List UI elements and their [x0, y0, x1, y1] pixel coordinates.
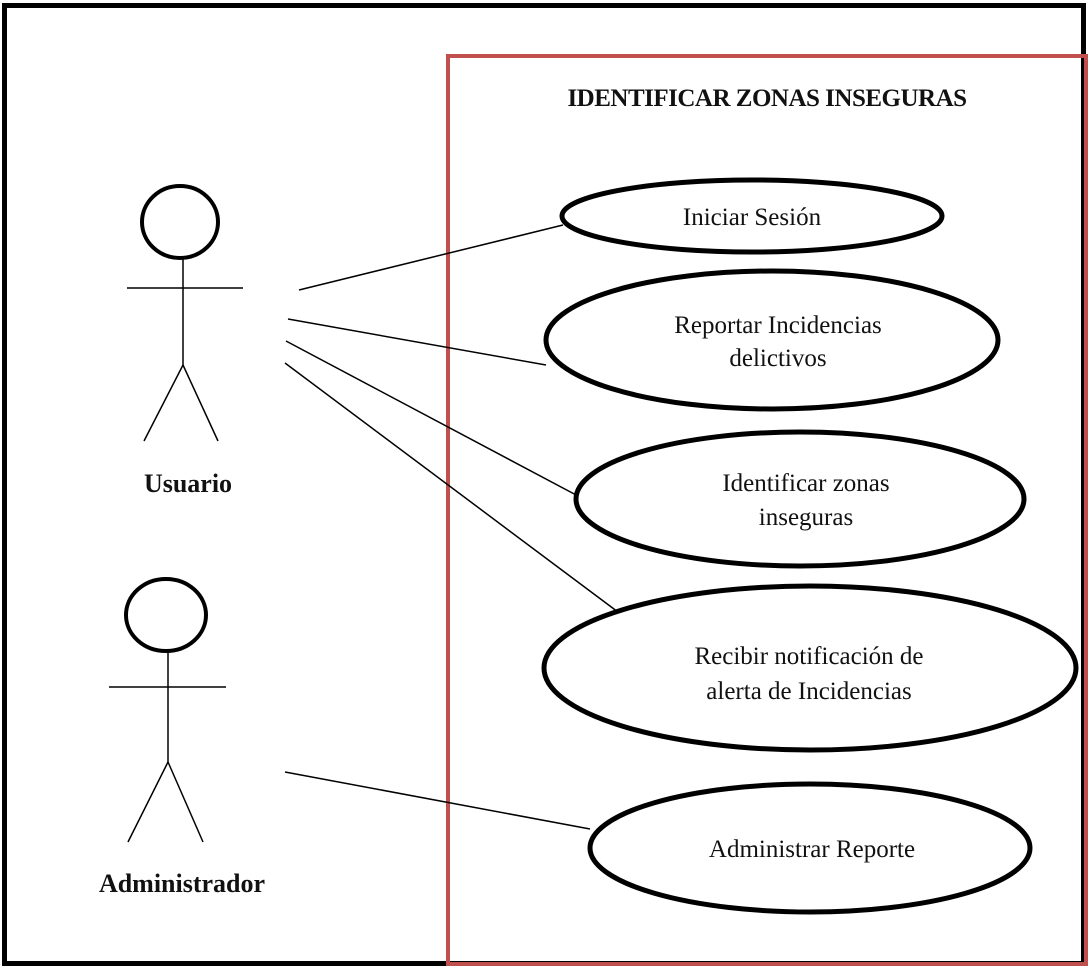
use-case-reportar-line1: Reportar Incidencias: [674, 312, 882, 339]
use-case-identificar: Identificar zonas inseguras: [573, 429, 1027, 569]
use-case-reportar-line2: delictivos: [729, 345, 826, 372]
actor-administrador-head: [124, 577, 208, 653]
use-case-recibir-oval: [541, 583, 1079, 753]
use-case-iniciar-sesion-oval: [559, 177, 945, 255]
use-case-reportar-oval: [543, 268, 1001, 412]
association-usuario-recibir: [284, 362, 623, 616]
use-case-recibir-line2: alerta de Incidencias: [706, 678, 911, 705]
system-boundary: [446, 54, 1088, 966]
association-usuario-reportar: [287, 318, 547, 366]
use-case-recibir: Recibir notificación de alerta de Incide…: [541, 583, 1079, 753]
use-case-identificar-line1: Identificar zonas: [722, 470, 889, 497]
actor-usuario-right-leg: [182, 364, 219, 442]
actor-administrador: Administrador: [99, 577, 265, 898]
actor-administrador-label: Administrador: [99, 869, 265, 898]
actor-administrador-right-leg: [167, 761, 204, 843]
use-case-administrar-label: Administrar Reporte: [709, 836, 915, 863]
use-case-identificar-oval: [573, 429, 1027, 569]
use-case-reportar: Reportar Incidencias delictivos: [543, 268, 1001, 412]
use-case-recibir-line1: Recibir notificación de: [694, 643, 923, 670]
actor-usuario-label: Usuario: [144, 469, 232, 498]
association-administrador-administrar: [284, 771, 591, 830]
association-usuario-identificar: [285, 340, 579, 497]
use-case-iniciar-sesion-label: Iniciar Sesión: [683, 204, 822, 231]
association-usuario-iniciar-sesion: [298, 224, 564, 291]
actor-usuario: Usuario: [127, 184, 243, 498]
actor-usuario-head: [140, 184, 220, 260]
use-case-iniciar-sesion: Iniciar Sesión: [559, 177, 945, 255]
actor-administrador-left-leg: [127, 761, 169, 843]
use-case-identificar-line2: inseguras: [759, 504, 853, 531]
use-case-administrar-oval: [587, 781, 1033, 915]
system-title: IDENTIFICAR ZONAS INSEGURAS: [567, 85, 966, 112]
use-case-administrar: Administrar Reporte: [587, 781, 1033, 915]
actor-usuario-left-leg: [143, 364, 184, 442]
